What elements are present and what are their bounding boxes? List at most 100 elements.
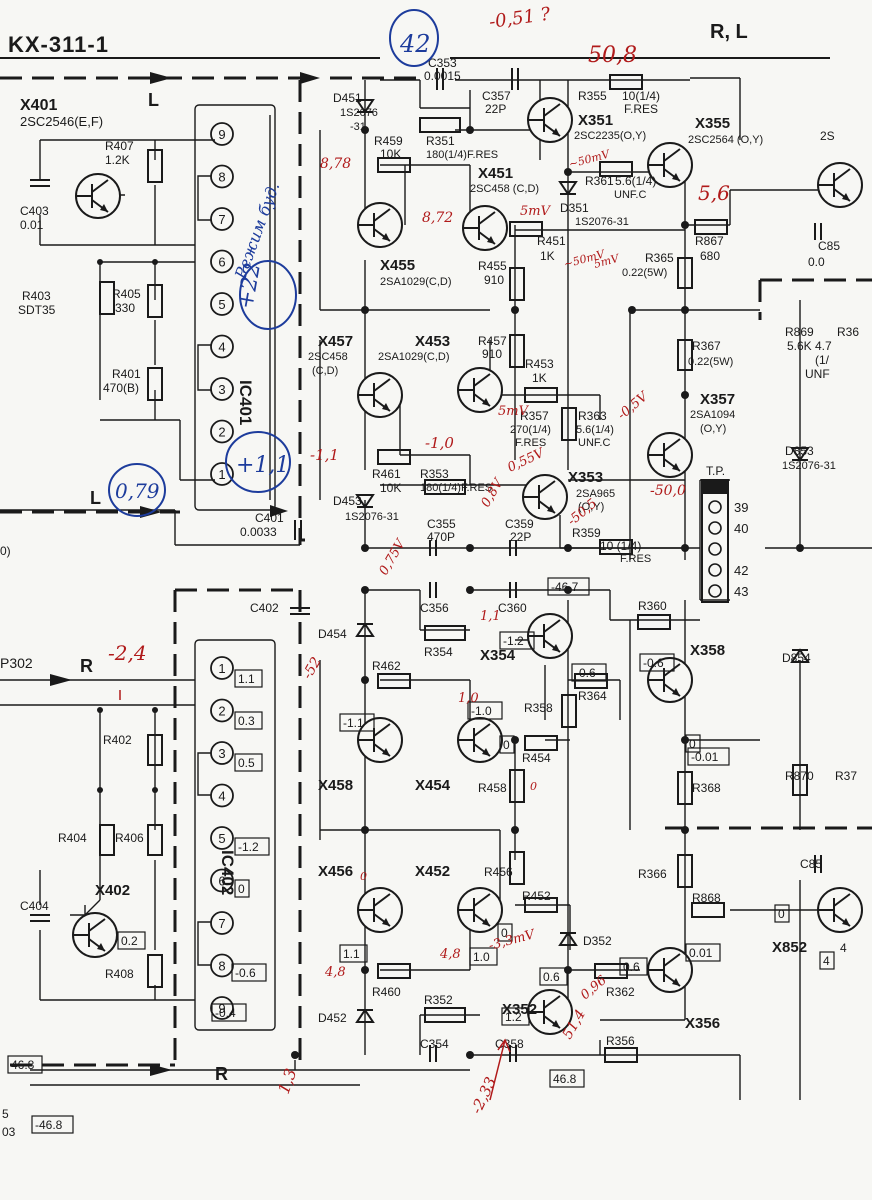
label-d451p: 1S2076	[340, 107, 378, 119]
red-note-h31: 0	[360, 870, 367, 883]
label-x451: X451	[478, 165, 513, 182]
ic-pin-1: 1	[210, 656, 234, 680]
boxed-value-b8: -0.01	[687, 747, 730, 766]
label-r359: R359	[572, 526, 601, 540]
component-labels: X4012SC2546(E,F)R4071.2KC4030.01R403SDT3…	[0, 56, 859, 1139]
ic-pin-7: 7	[210, 207, 234, 231]
svg-text:0.3: 0.3	[238, 714, 255, 728]
svg-text:1: 1	[218, 661, 225, 676]
label-r451: R451	[537, 234, 566, 248]
red-note-h13: 0,55V	[505, 445, 548, 475]
label-r869v: 5.6K	[787, 339, 812, 353]
title-bar: KX-311-1 R, L	[0, 21, 830, 59]
ic401-block	[194, 104, 276, 511]
svg-text:0.2: 0.2	[121, 934, 138, 948]
label-r365v: 0.22(5W)	[622, 267, 667, 279]
svg-text:0: 0	[778, 907, 785, 921]
svg-text:5: 5	[218, 831, 225, 846]
label-r357t: F.RES	[515, 437, 546, 449]
ic-pin-9: 9	[210, 122, 234, 146]
label-r460: R460	[372, 985, 401, 999]
ic-pin-2: 2	[210, 419, 234, 444]
red-note-h2: 50,8	[588, 43, 637, 68]
label-r361t: UNF.C	[614, 189, 646, 201]
label-r361v: 5.6(1/4)	[615, 174, 656, 188]
svg-text:2: 2	[218, 704, 225, 719]
label-tp: T.P.	[706, 464, 725, 478]
boxed-value-b1: -46.7	[547, 577, 590, 596]
label-c355v: 470P	[427, 530, 455, 544]
svg-text:4: 4	[218, 789, 225, 804]
connector-p302: P302	[0, 655, 33, 671]
label-x357p: 2SA1094	[690, 409, 735, 421]
red-note-h5: ~50mV	[567, 147, 612, 171]
transistors	[72, 97, 863, 1035]
label-d352: D352	[583, 934, 612, 948]
label-r462: R462	[372, 659, 401, 673]
boxed-value-b2: -1.2	[499, 631, 535, 650]
label-r405: R405	[112, 287, 141, 301]
label-r360: R360	[638, 599, 667, 613]
boxed-voltage-readings: -46.7-1.2-0.6-0.6-1.1-1.00-0.011.10.30.5…	[7, 577, 835, 1134]
label-u14: (1/	[815, 353, 830, 367]
label-r363v: 5.6(1/4)	[576, 424, 614, 436]
svg-text:0.01: 0.01	[689, 946, 713, 960]
svg-text:0: 0	[503, 738, 510, 752]
label-r355v: 10(1/4)	[622, 89, 660, 103]
boxed-value-b29: 4	[819, 951, 835, 970]
svg-text:0: 0	[238, 882, 245, 896]
junction-dots	[97, 126, 804, 1059]
svg-text:0.6: 0.6	[623, 960, 640, 974]
boxed-value-b3: -0.6	[571, 663, 607, 682]
label-x357: X357	[700, 391, 735, 408]
svg-text:3: 3	[218, 382, 225, 397]
transistor-x454	[457, 717, 503, 763]
transistor-x852	[817, 887, 863, 933]
label-x351: X351	[578, 112, 613, 129]
label-r403v: SDT35	[18, 303, 56, 317]
svg-text:-1.1: -1.1	[343, 716, 364, 730]
label-c355: C355	[427, 517, 456, 531]
svg-text:-0.4: -0.4	[215, 1006, 236, 1020]
label-r401: R401	[112, 367, 141, 381]
label-r869: R869	[785, 325, 814, 339]
boxed-value-b6: -1.0	[467, 701, 503, 720]
red-note-h1: -0,51 ?	[488, 4, 552, 33]
boxed-value-b27: -46.8	[31, 1115, 74, 1134]
boxed-value-b17: 0	[497, 923, 513, 942]
label-r367v: 0.22(5W)	[688, 356, 733, 368]
svg-text:3: 3	[218, 746, 225, 761]
boxed-value-b21: 0.6	[539, 967, 568, 986]
label-x452: X452	[415, 863, 450, 880]
label-mdot: 0)	[0, 544, 11, 558]
label-r456: R456	[484, 865, 513, 879]
label-r362: R362	[606, 985, 635, 999]
transistor-x355r	[817, 162, 863, 208]
svg-text:46.8: 46.8	[11, 1058, 35, 1072]
svg-text:5: 5	[218, 297, 225, 312]
boxed-value-b28: 0	[685, 734, 701, 753]
label-c402: C402	[250, 601, 279, 615]
label-c401: C401	[255, 511, 284, 525]
label-d351: D351	[560, 201, 589, 215]
label-r353: R353	[420, 467, 449, 481]
blue-note-bl1: 42	[399, 30, 431, 58]
ic-pin-3: 3	[210, 741, 234, 765]
label-c401v: 0.0033	[240, 525, 277, 539]
transistor-x455	[357, 202, 403, 248]
red-note-h4: 8,72	[422, 210, 453, 226]
ic-pin-6: 6	[210, 249, 234, 274]
transistor-x452	[457, 887, 503, 933]
label-r353v: 180(1/4)F.RES	[420, 482, 492, 494]
transistor-x355	[647, 142, 693, 188]
red-note-h6: 5,6	[698, 181, 730, 205]
label-r457v: 910	[482, 347, 502, 361]
label-c354: C354	[420, 1037, 449, 1051]
label-u47: 4.7	[815, 339, 832, 353]
svg-text:0: 0	[501, 926, 508, 940]
label-r868: R868	[692, 891, 721, 905]
label-r455v: 910	[484, 273, 504, 287]
svg-text:8: 8	[218, 959, 225, 974]
